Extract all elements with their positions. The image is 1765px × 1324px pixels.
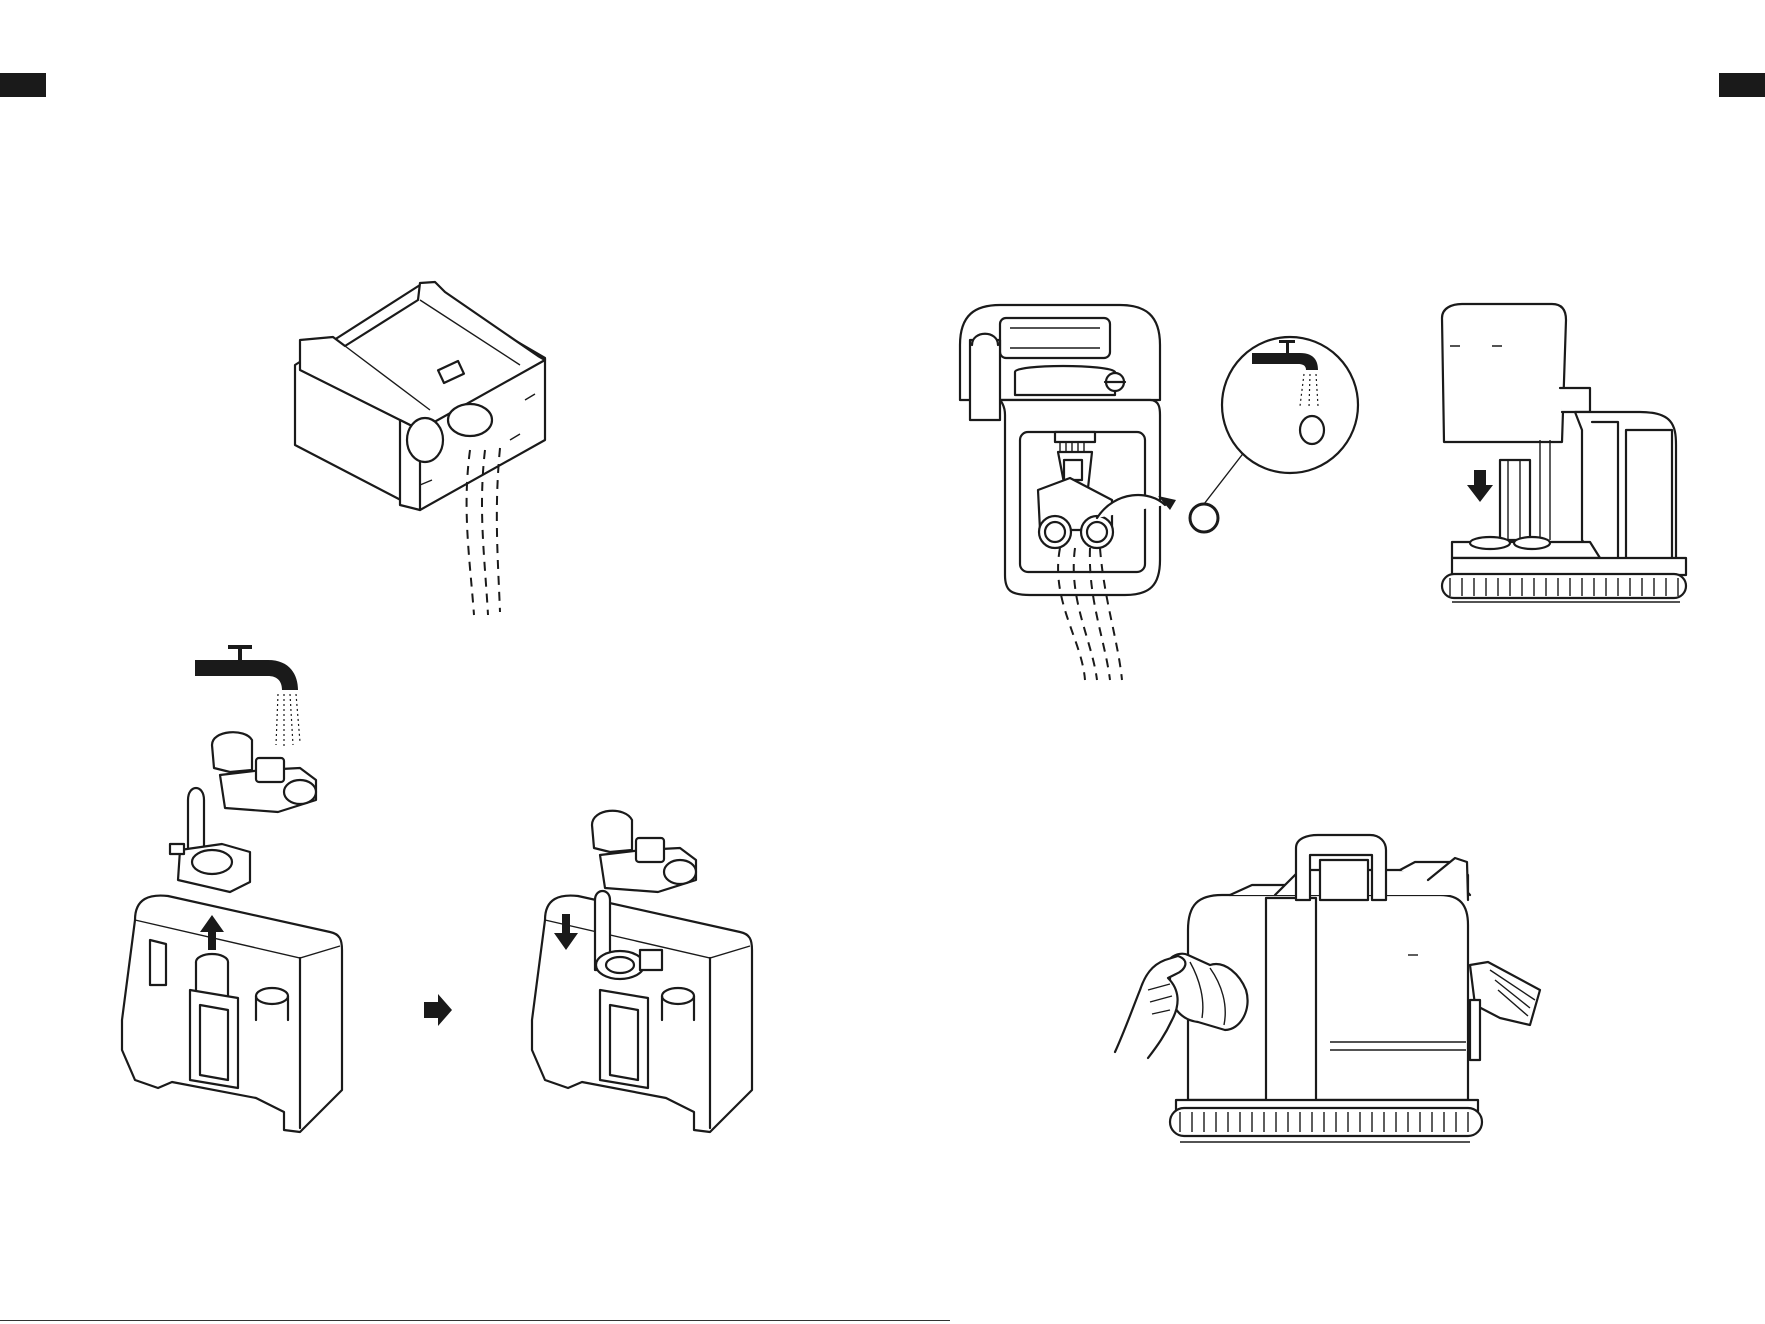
fig-reassemble-filter (532, 811, 752, 1132)
fig-dirty-tank-pour (295, 282, 545, 615)
fig-faucet-rinse-filter (122, 645, 342, 1132)
arrow-right-icon (424, 994, 452, 1026)
fig-wipe-cleaner (1115, 835, 1540, 1142)
footer-rule (0, 1320, 950, 1321)
fig-drain-plug-rinse (960, 305, 1358, 680)
fig-reinstall-tank (1442, 304, 1686, 602)
